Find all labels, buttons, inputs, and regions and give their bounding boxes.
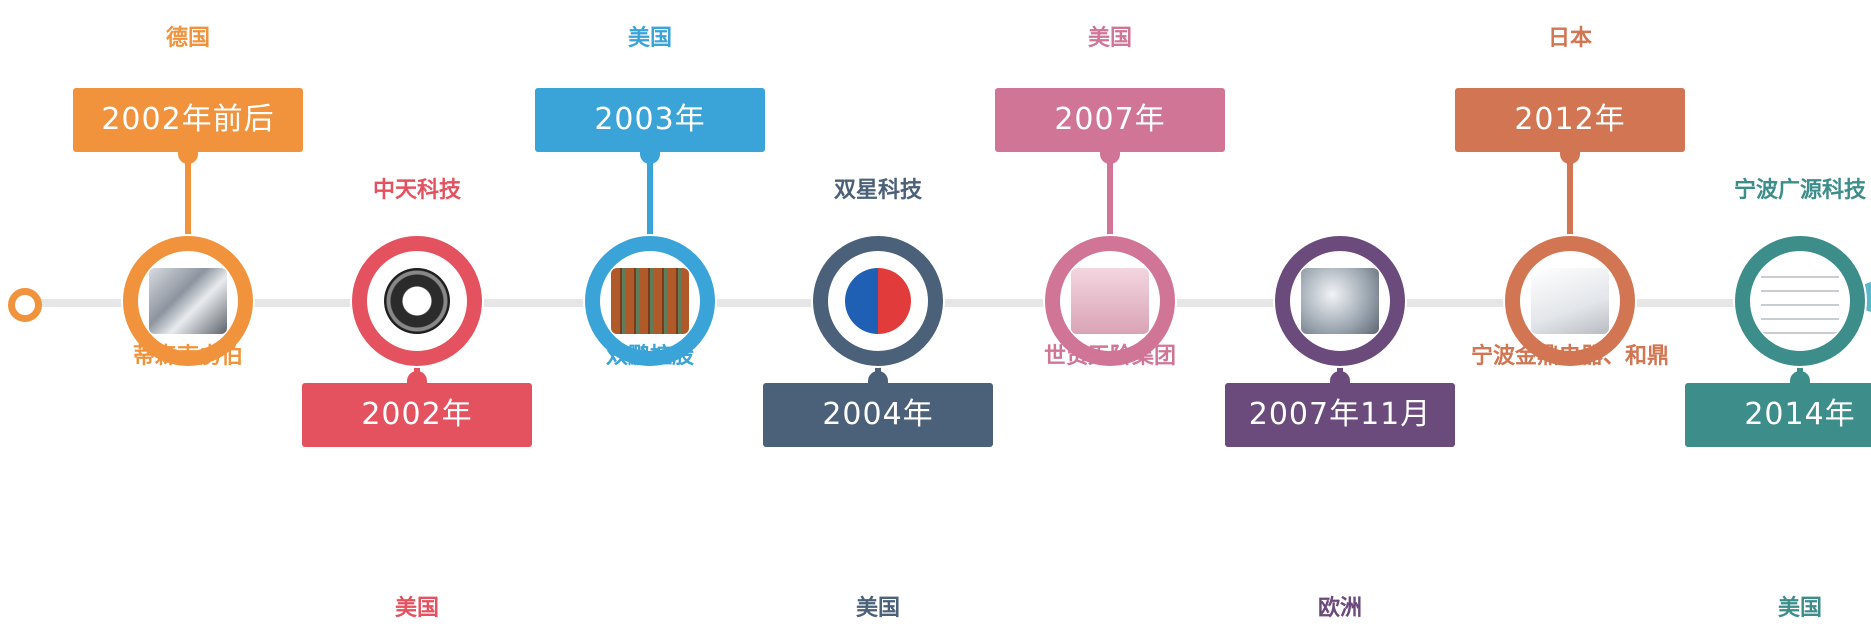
connector-cap [178, 150, 198, 164]
country-label: 德国 [165, 26, 210, 51]
cylinder-stack-icon [611, 268, 689, 334]
milestone-ring [1735, 236, 1865, 366]
connector-stem [647, 152, 653, 242]
bearing-ring-icon [384, 268, 450, 334]
connector-stem [1567, 152, 1573, 242]
panel-sheet-icon [1071, 268, 1149, 334]
timeline-start-marker [8, 288, 42, 322]
timeline-axis [40, 299, 1871, 307]
connector-stem [1107, 152, 1113, 242]
connector-cap [640, 150, 660, 164]
company-name: 双星科技 [833, 178, 922, 203]
white-casing-icon [1531, 268, 1609, 334]
company-name: 宁波广源科技 [1733, 178, 1866, 203]
year-box: 2007年 [995, 88, 1225, 152]
year-box: 2007年11月 [1225, 383, 1455, 447]
connector-cap [1560, 150, 1580, 164]
connector-cap [868, 371, 888, 385]
country-label: 美国 [394, 596, 439, 621]
company-name: 蒂森克虏伯 [132, 344, 243, 369]
company-name: 双鹏控股 [605, 344, 694, 369]
country-label: 美国 [1087, 26, 1132, 51]
swirl-logo-icon [845, 268, 911, 334]
connector-stem [185, 152, 191, 242]
country-label: 日本 [1547, 26, 1592, 51]
milestone-ring [352, 236, 482, 366]
year-box: 2002年前后 [73, 88, 303, 152]
connector-cap [407, 371, 427, 385]
country-label: 美国 [855, 596, 900, 621]
country-label: 美国 [1777, 596, 1822, 621]
country-label: 美国 [627, 26, 672, 51]
wire-frame-icon [1761, 268, 1839, 334]
connector-cap [1330, 371, 1350, 385]
year-box: 2012年 [1455, 88, 1685, 152]
company-name: 中天科技 [372, 178, 461, 203]
milestone-ring [813, 236, 943, 366]
year-box: 2002年 [302, 383, 532, 447]
gear-assembly-icon [149, 268, 227, 334]
country-label: 欧洲 [1317, 596, 1362, 621]
company-name: 世贸天阶集团 [1043, 344, 1176, 369]
metal-parts-icon [1301, 268, 1379, 334]
connector-cap [1790, 371, 1810, 385]
milestone-ring [1045, 236, 1175, 366]
year-box: 2014年 [1685, 383, 1871, 447]
year-box: 2003年 [535, 88, 765, 152]
company-name: 宁波金鼎电器、和鼎 [1470, 344, 1669, 369]
connector-cap [1100, 150, 1120, 164]
milestone-ring [1275, 236, 1405, 366]
year-box: 2004年 [763, 383, 993, 447]
